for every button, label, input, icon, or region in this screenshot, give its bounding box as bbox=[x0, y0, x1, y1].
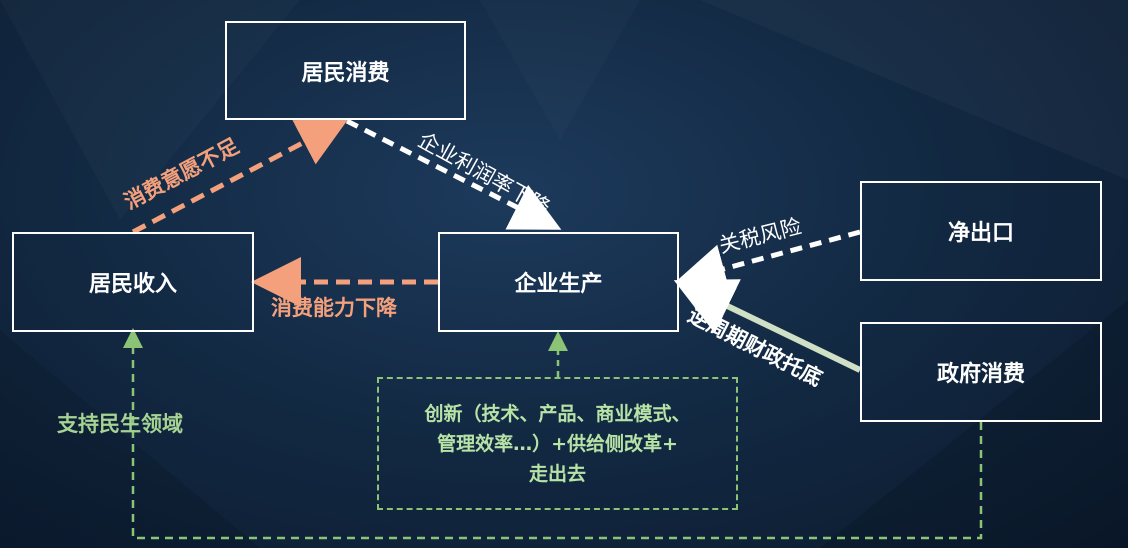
node-label: 政府消费 bbox=[936, 362, 1025, 387]
node-label: 居民收入 bbox=[88, 272, 177, 297]
node-label: 居民消费 bbox=[301, 60, 390, 86]
node-household-income: 居民收入 bbox=[12, 232, 254, 332]
innovation-box: 创新（技术、产品、商业模式、 管理效率…）+供给侧改革+ 走出去 bbox=[377, 377, 738, 510]
node-label: 企业生产 bbox=[514, 272, 603, 297]
arrow-income-to-consumption bbox=[131, 119, 349, 235]
node-government-consumption: 政府消费 bbox=[860, 322, 1102, 422]
node-enterprise-production: 企业生产 bbox=[438, 232, 679, 332]
arrow-government-to-income bbox=[123, 328, 983, 540]
innovation-line: 管理效率…）+供给侧改革+ bbox=[437, 433, 678, 455]
node-household-consumption: 居民消费 bbox=[225, 21, 466, 120]
arrow-government-to-production bbox=[673, 279, 862, 373]
node-net-exports: 净出口 bbox=[860, 181, 1102, 281]
arrow-exports-to-production bbox=[675, 229, 861, 293]
node-label: 净出口 bbox=[947, 221, 1014, 246]
label-consumption-capacity-decline: 消费能力下降 bbox=[271, 296, 397, 320]
innovation-line: 创新（技术、产品、商业模式、 bbox=[424, 403, 691, 425]
arrow-consumption-to-production bbox=[345, 118, 562, 230]
innovation-line: 走出去 bbox=[528, 463, 586, 485]
label-support-livelihood: 支持民生领域 bbox=[57, 412, 183, 436]
